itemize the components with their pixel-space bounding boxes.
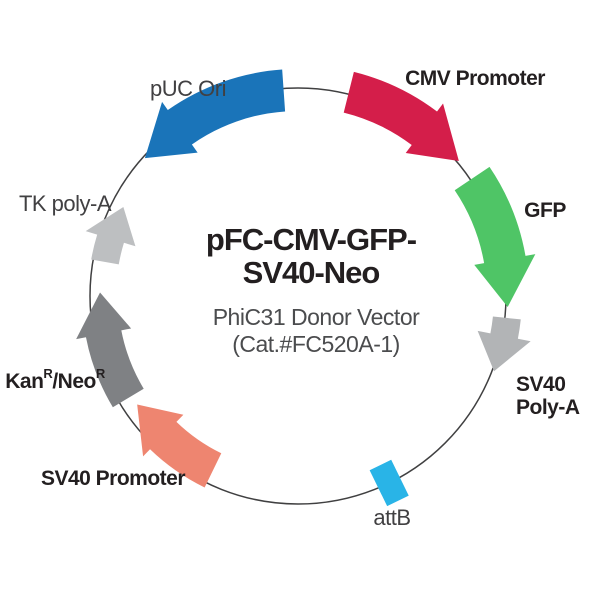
feature-marker-cmv-promoter xyxy=(343,71,459,162)
feature-marker-sv40-polya xyxy=(477,316,531,372)
feature-label-attb: attB xyxy=(373,505,410,530)
feature-marker-kan-neo xyxy=(76,292,144,408)
feature-label-cmv-promoter: CMV Promoter xyxy=(405,67,545,90)
feature-label-sv40-polya-line1: SV40 xyxy=(516,373,565,396)
feature-shapes-group xyxy=(76,69,536,507)
feature-label-tk-polya: TK poly-A xyxy=(19,191,112,216)
feature-label-gfp: GFP xyxy=(524,199,566,222)
feature-marker-sv40-promoter xyxy=(137,404,222,488)
feature-label-sv40-promoter: SV40 Promoter xyxy=(41,467,185,490)
feature-marker-gfp xyxy=(454,166,536,307)
feature-marker-puc-ori xyxy=(144,69,286,159)
feature-label-kan-neo: KanR/NeoR xyxy=(5,366,106,393)
feature-label-sv40-polya-line2: Poly-A xyxy=(516,396,580,419)
feature-label-puc-ori: pUC Ori xyxy=(150,76,226,101)
feature-marker-attb xyxy=(369,459,409,507)
feature-marker-tk-polya xyxy=(85,207,136,265)
